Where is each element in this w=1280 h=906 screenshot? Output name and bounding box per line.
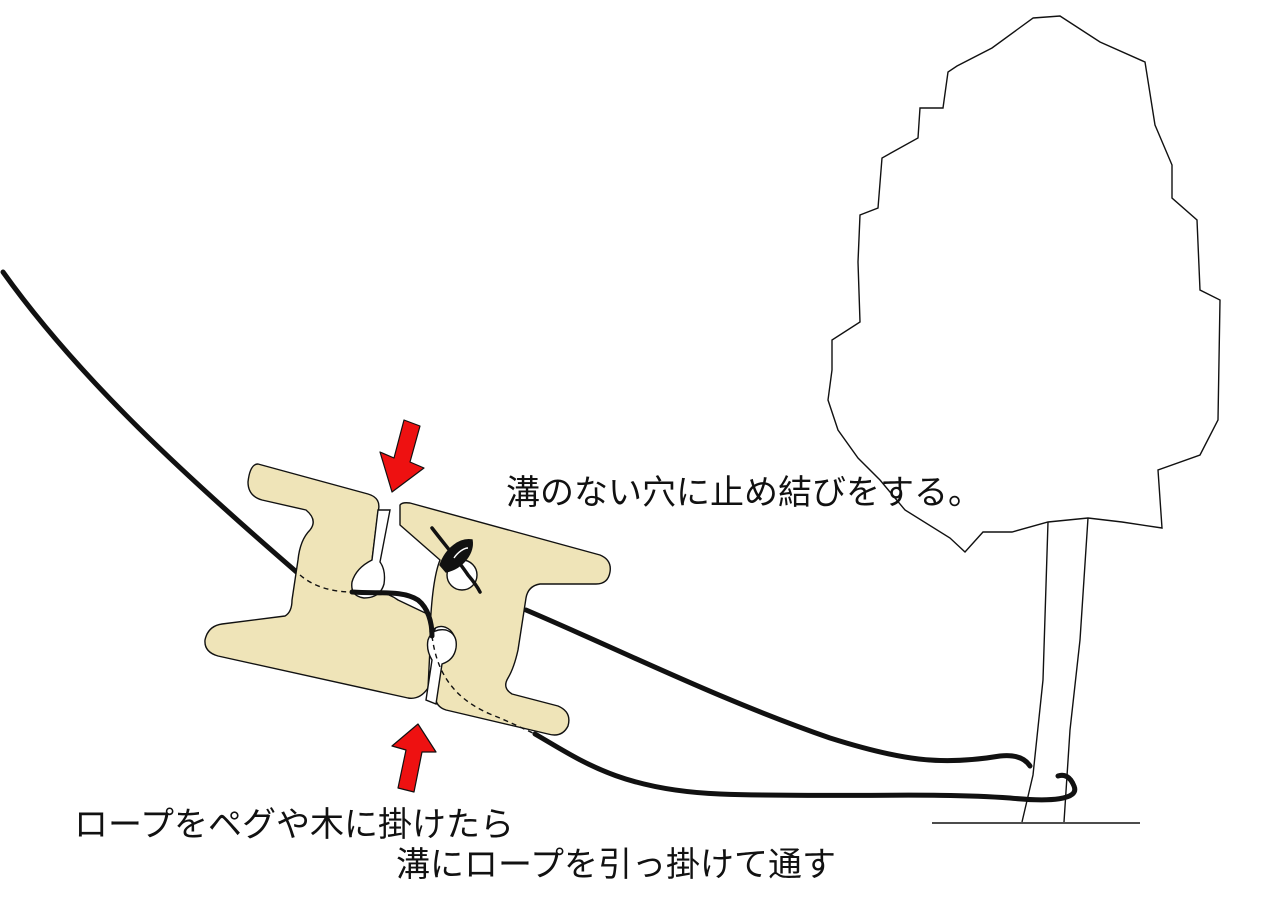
rope-knot-tail [430,526,482,594]
tree-icon [827,15,1221,824]
hook-instruction-line1: ロープをペグや木に掛けたら [74,805,514,845]
tree-trunk [1021,517,1089,823]
tree-crown [827,15,1221,553]
tensioner-groove-top [351,509,391,599]
tensioner-left-half [204,463,441,699]
rope-lower-run [532,731,1078,803]
rope-hidden-upper [299,574,353,593]
hook-instruction-line2: 溝にロープを引っ掛けて通す [396,845,836,885]
knot-icon [439,539,473,573]
rope-hidden-lower [431,635,536,735]
down-arrow-icon [379,419,425,493]
knot-instruction-label: 溝のない穴に止め結びをする。 [506,473,982,513]
rope-visible-middle [349,589,435,639]
main-rope-upper [0,269,303,578]
rope-upper-run [523,607,1033,769]
up-arrow-icon [391,723,437,793]
